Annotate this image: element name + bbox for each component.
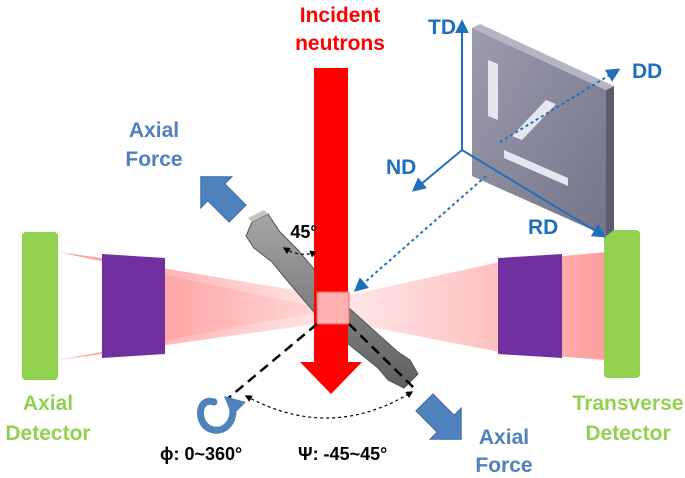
dd-label: DD (632, 60, 662, 83)
incident-label-line1: Incident (300, 4, 381, 27)
axial-detector (22, 232, 58, 380)
psi-range-label: Ψ: -45~45° (298, 444, 387, 464)
axial-force-arrow-bottom (415, 393, 462, 440)
incident-label-line2: neutrons (295, 32, 385, 55)
dd-projection-line (353, 175, 487, 292)
transverse-detector-line2: Detector (585, 422, 670, 445)
nd-label: ND (386, 156, 416, 179)
rotation-arrow-icon (197, 396, 246, 434)
left-collimator (102, 254, 165, 358)
axial-detector-line2: Detector (5, 422, 90, 445)
axial-detector-line1: Axial (23, 392, 73, 415)
axial-force-top-line2: Force (125, 148, 182, 171)
rd-axis (461, 149, 607, 238)
axial-force-bottom-line2: Force (475, 454, 532, 477)
rd-label: RD (528, 216, 558, 239)
nd-axis (411, 149, 463, 192)
gauge-volume (316, 291, 350, 325)
right-collimator (498, 254, 562, 358)
td-label: TD (428, 16, 456, 39)
axial-force-bottom-line1: Axial (479, 426, 529, 449)
phi-range-label: ϕ: 0~360° (160, 444, 242, 464)
angle-45-label: 45° (290, 222, 317, 242)
psi-arc (244, 391, 414, 419)
axial-force-arrow-top (200, 176, 247, 223)
sample-plate (472, 24, 614, 236)
dd-axis (499, 68, 621, 143)
phi-dashed-line (225, 323, 318, 401)
transverse-detector-line1: Transverse (573, 392, 684, 415)
transverse-detector (604, 230, 640, 378)
axial-force-top-line1: Axial (129, 119, 179, 142)
angle-45-arc (282, 247, 318, 258)
